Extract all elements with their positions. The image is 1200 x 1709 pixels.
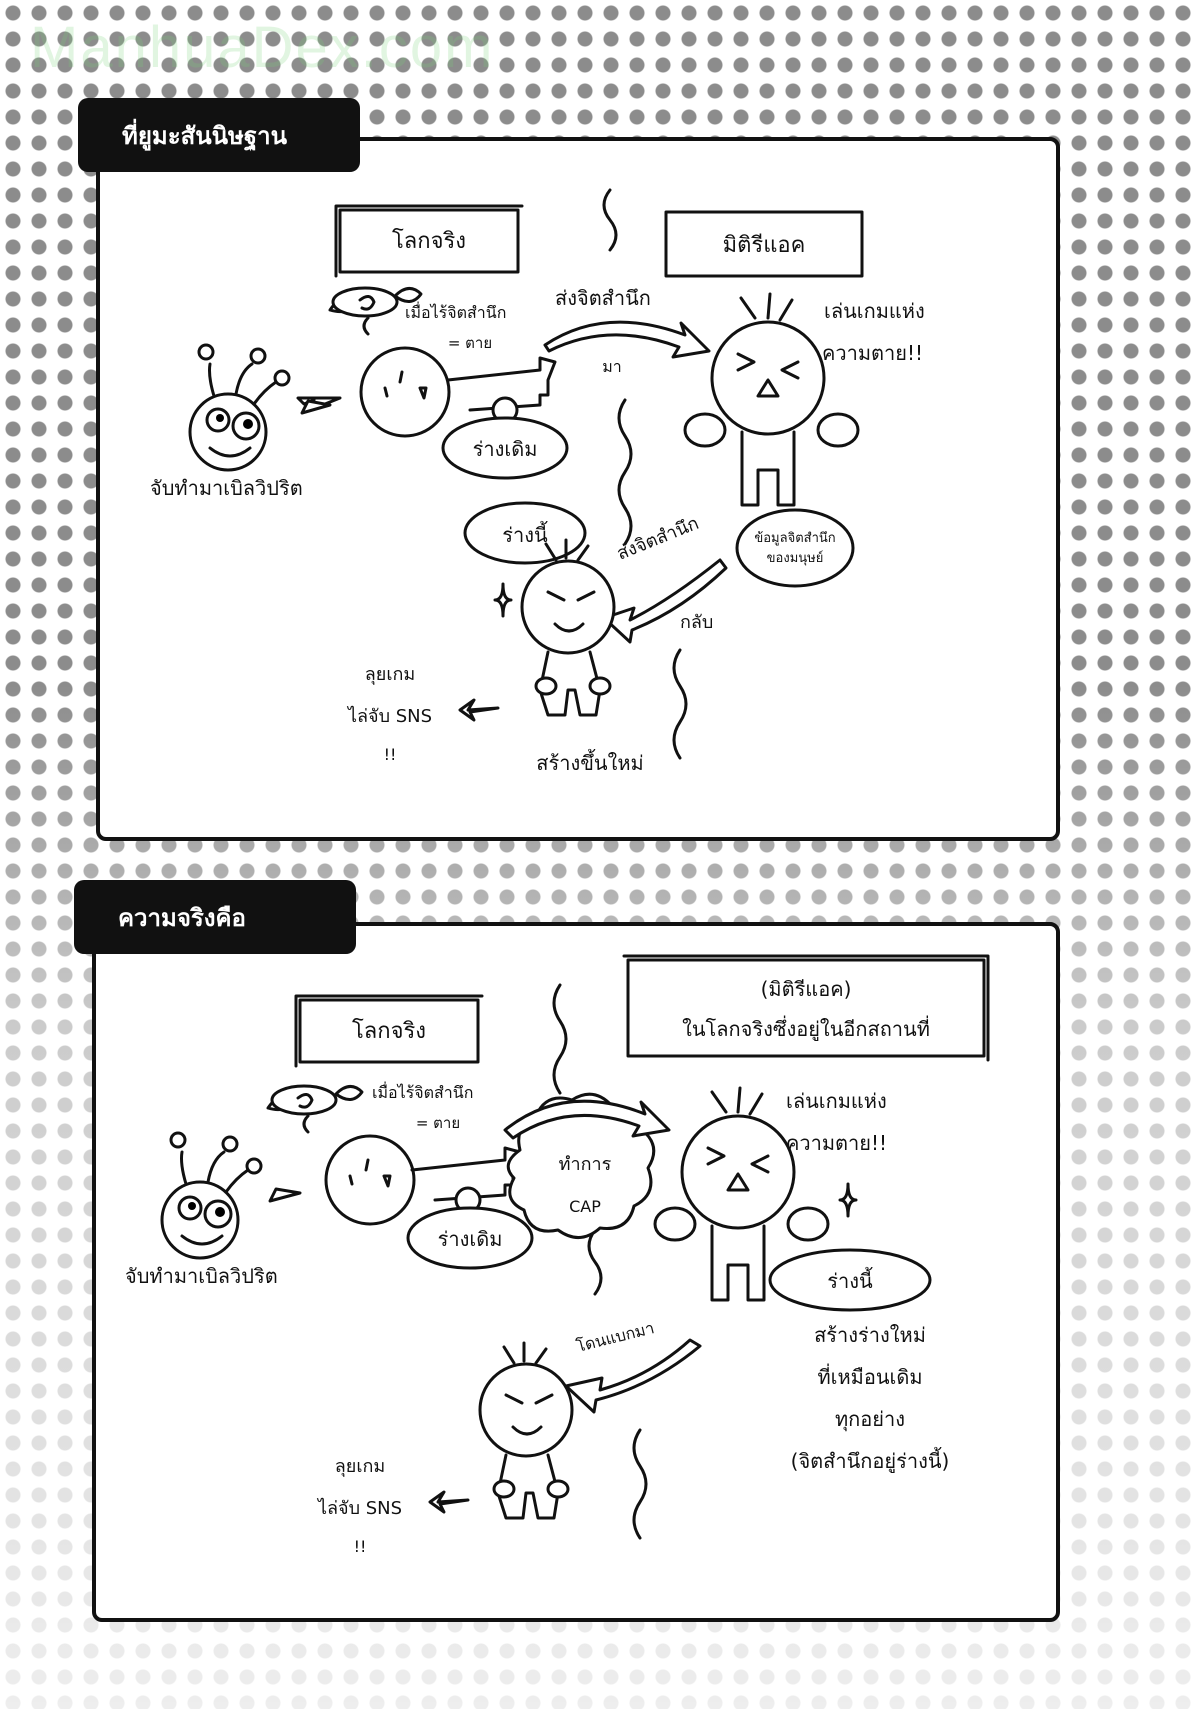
new-line-4: (จิตสำนึกอยู่ร่างนี้) xyxy=(791,1447,950,1474)
play-line-2: ความตาย!! xyxy=(822,341,923,365)
new-line-1: สร้างร่างใหม่ xyxy=(814,1323,926,1347)
bubble-original-body xyxy=(406,1206,534,1270)
panel2-drawing: โลกจริง (มิติรีแอค) ในโลกจริงซึ่งอยู่ในอ… xyxy=(125,954,990,1556)
original-body-character xyxy=(359,346,557,438)
divider-wave xyxy=(632,1428,648,1540)
soul-icon xyxy=(328,286,423,336)
data-line-2: ของมนุษย์ xyxy=(767,550,824,566)
catch-label: จับทำมาเบิลวิปริต xyxy=(125,1264,278,1288)
data-line-1: ข้อมูลจิตสำนึก xyxy=(754,531,835,546)
arrow-send-back xyxy=(602,558,728,644)
cap-line-2: CAP xyxy=(569,1197,601,1216)
send-label: ส่งจิตสำนึก xyxy=(555,286,651,310)
bubble-this-body-label: ร่างนี้ xyxy=(502,521,548,547)
hunt-line-2: ไล่จับ SNS xyxy=(316,1497,402,1519)
arrow-to-hunt xyxy=(458,698,500,722)
dead-eq: = ตาย xyxy=(416,1114,460,1132)
box-mystery xyxy=(664,210,864,278)
bubble-human-data xyxy=(735,508,855,588)
soul-icon xyxy=(266,1084,364,1134)
panel2-title: ความจริงคือ xyxy=(74,880,356,954)
hunt-line-3: !! xyxy=(354,1537,367,1556)
crazy-character xyxy=(160,1131,263,1260)
play-line-1: เล่นเกมแห่ง xyxy=(786,1089,887,1113)
divider-wave xyxy=(587,1228,603,1296)
box-real-world xyxy=(298,998,480,1064)
hunt-line-2: ไล่จับ SNS xyxy=(346,705,432,727)
dead-note: เมื่อไร้จิตสำนึก xyxy=(405,301,506,322)
original-body-character xyxy=(324,1134,522,1226)
box-mystery-label: มิติรีแอค xyxy=(723,233,806,258)
box-real-world-shadow xyxy=(334,204,524,278)
arrow-cap xyxy=(503,1099,671,1140)
box-real-world xyxy=(338,208,520,274)
bubble-original-body-label: ร่างเดิม xyxy=(438,1227,503,1251)
dead-note: เมื่อไร้จิตสำนึก xyxy=(372,1081,473,1102)
bubble-this-body xyxy=(463,501,587,565)
bubble-this-body xyxy=(768,1248,932,1312)
box-real-world-label: โลกจริง xyxy=(352,1018,426,1044)
send-back-label-2: กลับ xyxy=(680,612,713,633)
box-mystery-line-2: ในโลกจริงซึ่งอยู่ในอีกสถานที่ xyxy=(682,1015,930,1042)
new-line-3: ทุกอย่าง xyxy=(835,1407,905,1432)
cap-line-1: ทำการ xyxy=(559,1154,612,1175)
shouting-character xyxy=(653,1086,830,1302)
dropped-label: โดนแบกมา xyxy=(574,1318,656,1356)
arrow-send-consciousness xyxy=(543,320,711,359)
divider-wave xyxy=(617,398,633,546)
send-label-2: มา xyxy=(602,357,622,376)
divider-wave xyxy=(552,983,568,1095)
panel1-drawing: โลกจริง มิติรีแอค เมื่อไร้จิตสำนึก = ตาย… xyxy=(150,188,925,775)
play-line-1: เล่นเกมแห่ง xyxy=(824,299,925,323)
divider-wave xyxy=(602,188,618,252)
bubble-original-body xyxy=(441,416,569,480)
arrow-to-hunt xyxy=(428,1490,470,1514)
panel-hypothesis xyxy=(96,137,1060,841)
new-body-character xyxy=(478,1341,574,1520)
catch-label: จับทำมาเบิลวิปริต xyxy=(150,476,303,500)
new-body-character xyxy=(520,538,616,717)
crazy-character xyxy=(188,343,291,472)
arrow-small xyxy=(300,399,332,415)
bubble-original-body-label: ร่างเดิม xyxy=(473,437,538,461)
sparkle-icon xyxy=(838,1182,858,1218)
box-mystery-shadow xyxy=(622,954,990,1062)
arrow-to-crazy xyxy=(268,1187,302,1203)
bubble-this-body-label: ร่างนี้ xyxy=(827,1267,873,1293)
play-line-2: ความตาย!! xyxy=(786,1131,887,1155)
panel1-title: ที่ยูมะสันนิษฐาน xyxy=(78,98,360,172)
hunt-line-3: !! xyxy=(384,745,397,764)
box-real-world-shadow xyxy=(294,994,484,1068)
arrow-dropped xyxy=(564,1338,702,1414)
sparkle-icon xyxy=(493,582,513,618)
box-mystery-line-1: (มิติรีแอค) xyxy=(761,977,852,1001)
hunt-line-1: ลุยเกม xyxy=(365,664,416,685)
hunt-line-1: ลุยเกม xyxy=(335,1456,386,1477)
dead-eq: = ตาย xyxy=(448,334,492,352)
box-real-world-label: โลกจริง xyxy=(392,228,466,254)
new-line-2: ที่เหมือนเดิม xyxy=(817,1363,922,1389)
box-mystery xyxy=(626,958,986,1058)
cap-cloud xyxy=(506,1092,656,1239)
shouting-character xyxy=(683,292,860,507)
divider-wave xyxy=(672,648,688,760)
new-body-label: สร้างขึ้นใหม่ xyxy=(536,749,643,775)
